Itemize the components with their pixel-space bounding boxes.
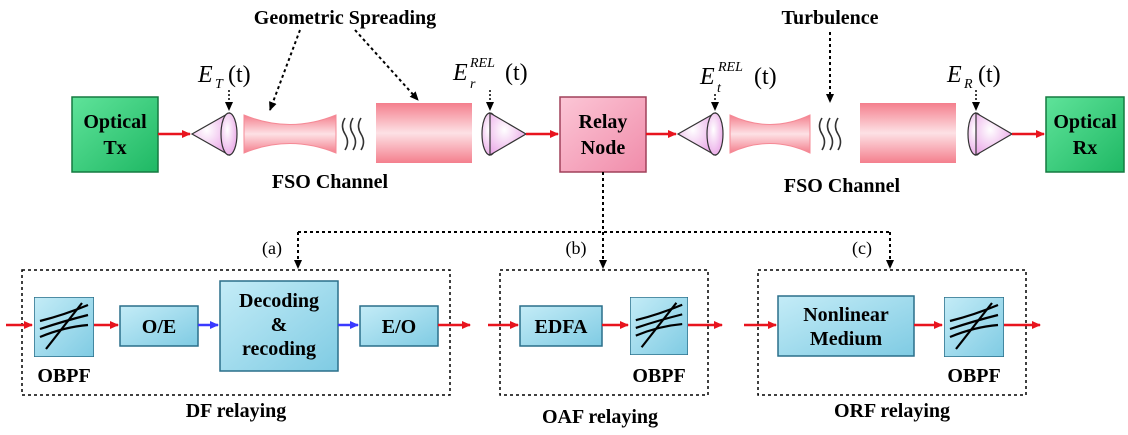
signal-et-base: E: [197, 62, 213, 88]
oaf-obpf-label: OBPF: [632, 365, 685, 387]
oaf-caption: OAF relaying: [542, 406, 658, 428]
signal-er-rel-sup: REL: [469, 56, 495, 71]
df-obpf-icon: [34, 297, 94, 357]
df-decoding-box: Decoding & recoding: [219, 280, 339, 372]
signal-er-base: E: [946, 62, 962, 88]
optical-rx-box: Optical Rx: [1045, 96, 1125, 173]
oaf-edfa-box: EDFA: [519, 305, 603, 347]
relay-node-label-1: Relay: [579, 111, 628, 133]
fso-channel-1-label: FSO Channel: [272, 171, 389, 193]
optical-rx-label-2: Rx: [1073, 137, 1097, 159]
signal-er-rel-base: E: [452, 60, 468, 86]
relay-tx-lens: [676, 111, 724, 157]
optical-tx-box: Optical Tx: [71, 96, 159, 173]
signal-et-arg: (t): [228, 62, 251, 88]
df-caption: DF relaying: [186, 400, 287, 422]
signal-er-rel-sub: r: [470, 77, 476, 92]
df-decoding-label-3: recoding: [242, 338, 316, 360]
orf-medium-box: Nonlinear Medium: [777, 295, 915, 357]
tx-lens: [190, 111, 238, 157]
turbulence-waves-1: [341, 117, 365, 151]
orf-obpf-icon: [944, 297, 1004, 357]
df-eo-box: E/O: [359, 305, 439, 347]
signal-er: E R (t): [946, 62, 1001, 92]
df-eo-label: E/O: [382, 316, 416, 338]
branch-b-label: (b): [566, 238, 587, 259]
signal-er-rel: E r REL (t): [452, 56, 528, 92]
relay-node-box: Relay Node: [559, 96, 647, 173]
optical-tx-label-1: Optical: [83, 111, 147, 133]
signal-et-rel-sub: t: [717, 81, 722, 96]
beam-1-wide: [376, 103, 472, 163]
signal-et-rel: E t REL (t): [699, 60, 777, 96]
branch-connector: [294, 172, 894, 269]
geometric-spreading-label: Geometric Spreading: [254, 7, 436, 29]
signal-et-rel-sup: REL: [717, 60, 743, 75]
signal-et-rel-arg: (t): [754, 64, 777, 90]
branch-c-label: (c): [852, 238, 872, 259]
orf-medium-label-1: Nonlinear: [803, 304, 889, 326]
relay-rx-lens: [481, 111, 528, 157]
signal-et-sub: T: [215, 77, 224, 92]
geometric-arrow-2: [354, 29, 419, 101]
branch-a-label: (a): [262, 238, 282, 259]
df-decoding-label-1: Decoding: [239, 290, 319, 312]
turbulence-waves-2: [818, 117, 842, 151]
beam-2-wide: [860, 103, 956, 163]
fso-channel-2-label: FSO Channel: [784, 175, 901, 197]
orf-caption: ORF relaying: [834, 400, 950, 422]
oaf-edfa-label: EDFA: [535, 316, 589, 338]
df-oe-box: O/E: [119, 305, 199, 347]
orf-medium-label-2: Medium: [810, 328, 883, 350]
df-obpf-label: OBPF: [37, 365, 90, 387]
oaf-obpf-icon: [630, 297, 688, 355]
signal-et-rel-base: E: [699, 64, 715, 90]
beam-2-narrow: [729, 114, 811, 154]
optical-tx-label-2: Tx: [103, 137, 126, 159]
df-decoding-label-2: &: [271, 314, 288, 336]
relay-node-label-2: Node: [581, 137, 626, 159]
orf-obpf-label: OBPF: [947, 365, 1000, 387]
signal-er-rel-arg: (t): [505, 60, 528, 86]
df-oe-label: O/E: [142, 316, 176, 338]
turbulence-label: Turbulence: [781, 7, 878, 29]
signal-et: E T (t): [197, 62, 251, 92]
optical-rx-label-1: Optical: [1053, 111, 1117, 133]
orf-relaying-frame: [757, 269, 1027, 396]
geometric-arrow-1: [269, 29, 301, 111]
signal-er-sub: R: [963, 77, 973, 92]
signal-er-arg: (t): [978, 62, 1001, 88]
rx-lens: [967, 111, 1014, 157]
beam-1-narrow: [243, 114, 337, 154]
oaf-relaying-frame: [499, 269, 709, 396]
